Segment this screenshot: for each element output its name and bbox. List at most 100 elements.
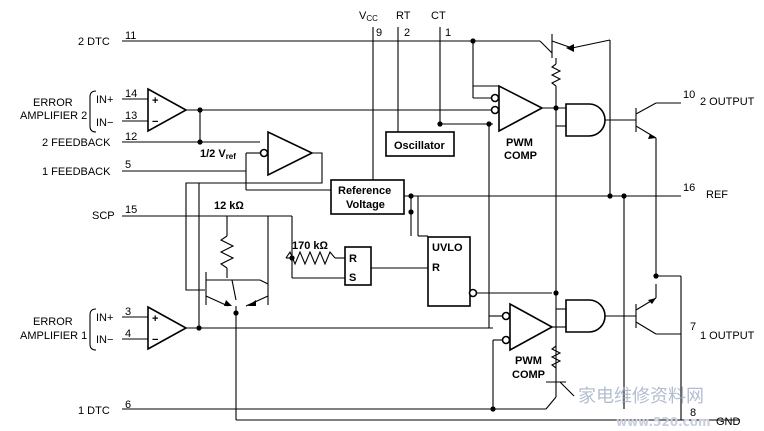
pin-10-number: 10: [683, 89, 695, 101]
amp2-plus-sign: +: [152, 95, 158, 107]
pin-2-number: 2: [404, 27, 410, 39]
error-amplifier-1: + −: [147, 305, 188, 351]
pin-16-number: 16: [683, 182, 695, 194]
voltage-label: Voltage: [346, 199, 385, 211]
junction-dot: [607, 193, 613, 199]
amp1-minus-sign: −: [152, 334, 158, 346]
scp-transistor-network: [205, 216, 670, 421]
reference-label: Reference: [338, 185, 391, 197]
pin-3-number: 3: [125, 306, 131, 318]
junction-dot: [653, 273, 659, 279]
watermark-url: www.520.com: [616, 415, 711, 429]
uvlo-block: UVLO R: [427, 236, 478, 307]
pwm-comp2-label-1: PWM: [506, 137, 533, 149]
pin-1dtc-label: 1 DTC: [78, 405, 110, 417]
pin-1feedback-label: 1 FEEDBACK: [42, 166, 111, 178]
oscillator-block: Oscillator: [385, 131, 455, 157]
pin-2feedback-label: 2 FEEDBACK: [42, 137, 111, 149]
pin-wires-left: [89, 40, 546, 410]
junction-dot: [197, 107, 203, 113]
pin-1-number: 1: [445, 27, 451, 39]
half-vref-wires: [185, 152, 331, 291]
pin-scp-label: SCP: [92, 210, 115, 222]
resistor-12k-label: 12 kΩ: [214, 200, 244, 212]
top-pin-wires: [372, 27, 493, 180]
pin-2output-label: 2 OUTPUT: [700, 96, 755, 108]
latch-wires: [285, 216, 552, 294]
watermark-text: 家电维修资料网: [578, 386, 704, 407]
arrow: [224, 300, 232, 306]
pwm1-wires: [489, 315, 566, 409]
and-gate-2: [565, 103, 606, 137]
rs-latch-block: R S: [344, 246, 372, 286]
amp2-output-wires: [186, 109, 493, 143]
pwm-comp1-label-2: COMP: [512, 369, 545, 381]
pin-gnd-label: GND: [716, 416, 741, 428]
arrow: [248, 300, 256, 306]
oscillator-label: Oscillator: [394, 140, 445, 152]
amp1-output-wires: [186, 183, 493, 329]
junction-dot: [289, 255, 295, 261]
pwm-comp2-label-2: COMP: [504, 150, 537, 162]
pin-5-number: 5: [125, 159, 131, 171]
pin-in-minus-1-label: IN−: [96, 334, 113, 346]
pwm-comparator-1: PWM COMP: [501, 302, 554, 381]
junction-dot: [233, 310, 239, 316]
reference-voltage-block: Reference Voltage: [330, 179, 405, 215]
pin-in-minus-2-label: IN−: [96, 117, 113, 129]
pin-15-number: 15: [125, 204, 137, 216]
junction-dot: [486, 121, 492, 127]
pin-11-number: 11: [125, 30, 136, 42]
uvlo-r-label: R: [432, 262, 440, 274]
pin-ref-label: REF: [706, 189, 728, 201]
and-gate-1: [565, 299, 606, 333]
error-amp2-label-1: ERROR: [33, 97, 73, 109]
pin-in-plus-2-label: IN+: [96, 94, 113, 106]
error-amp1-label-2: AMPLIFIER 1: [20, 330, 87, 342]
half-vref-label: 1/2 Vref: [200, 148, 236, 161]
uvlo-label: UVLO: [432, 242, 463, 254]
junction-dot: [408, 193, 414, 199]
output-transistor-2: [635, 102, 681, 276]
arrow: [648, 298, 656, 304]
dtc1-transistor: [545, 345, 575, 410]
pin-in-plus-1-label: IN+: [96, 312, 113, 324]
pin-12-number: 12: [125, 131, 137, 143]
pin-8-number: 8: [690, 407, 696, 419]
pwm-comparator-2: PWM COMP: [490, 84, 544, 162]
pin-rt-label: RT: [396, 10, 411, 22]
junction-dot: [490, 406, 496, 412]
latch-s-label: S: [349, 272, 356, 284]
pin-6-number: 6: [125, 399, 131, 411]
pin-vcc-label: VCC: [359, 10, 378, 23]
pin-1output-label: 1 OUTPUT: [700, 330, 755, 342]
error-amplifier-2: + −: [147, 87, 188, 133]
pwm-comp1-label-1: PWM: [515, 355, 542, 367]
junction-dot: [196, 325, 202, 331]
resistor-170k-label: 170 kΩ: [292, 240, 329, 252]
pin-7-number: 7: [690, 321, 696, 333]
pin-9-number: 9: [376, 27, 382, 39]
pin-2dtc-label: 2 DTC: [78, 36, 110, 48]
pin-4-number: 4: [125, 328, 131, 340]
junction-dot: [553, 290, 559, 296]
error-amp1-label-1: ERROR: [33, 316, 73, 328]
output-transistor-1: [635, 275, 682, 420]
half-vref-comparator: 1/2 Vref: [200, 130, 314, 177]
pin-13-number: 13: [125, 110, 137, 122]
pin-ct-label: CT: [431, 10, 446, 22]
pin-14-number: 14: [125, 88, 137, 100]
latch-r-label: R: [349, 253, 357, 265]
junction-dot: [197, 139, 203, 145]
junction-dot: [470, 38, 476, 44]
and2-wires: [556, 119, 636, 127]
arrow: [566, 44, 574, 52]
amp1-plus-sign: +: [152, 313, 158, 325]
junction-dot: [437, 121, 443, 127]
junction-dot: [408, 209, 414, 215]
and1-wires: [556, 308, 636, 317]
arrow: [648, 134, 656, 139]
junction-dot: [553, 105, 559, 111]
pwm2-wires: [472, 41, 566, 328]
